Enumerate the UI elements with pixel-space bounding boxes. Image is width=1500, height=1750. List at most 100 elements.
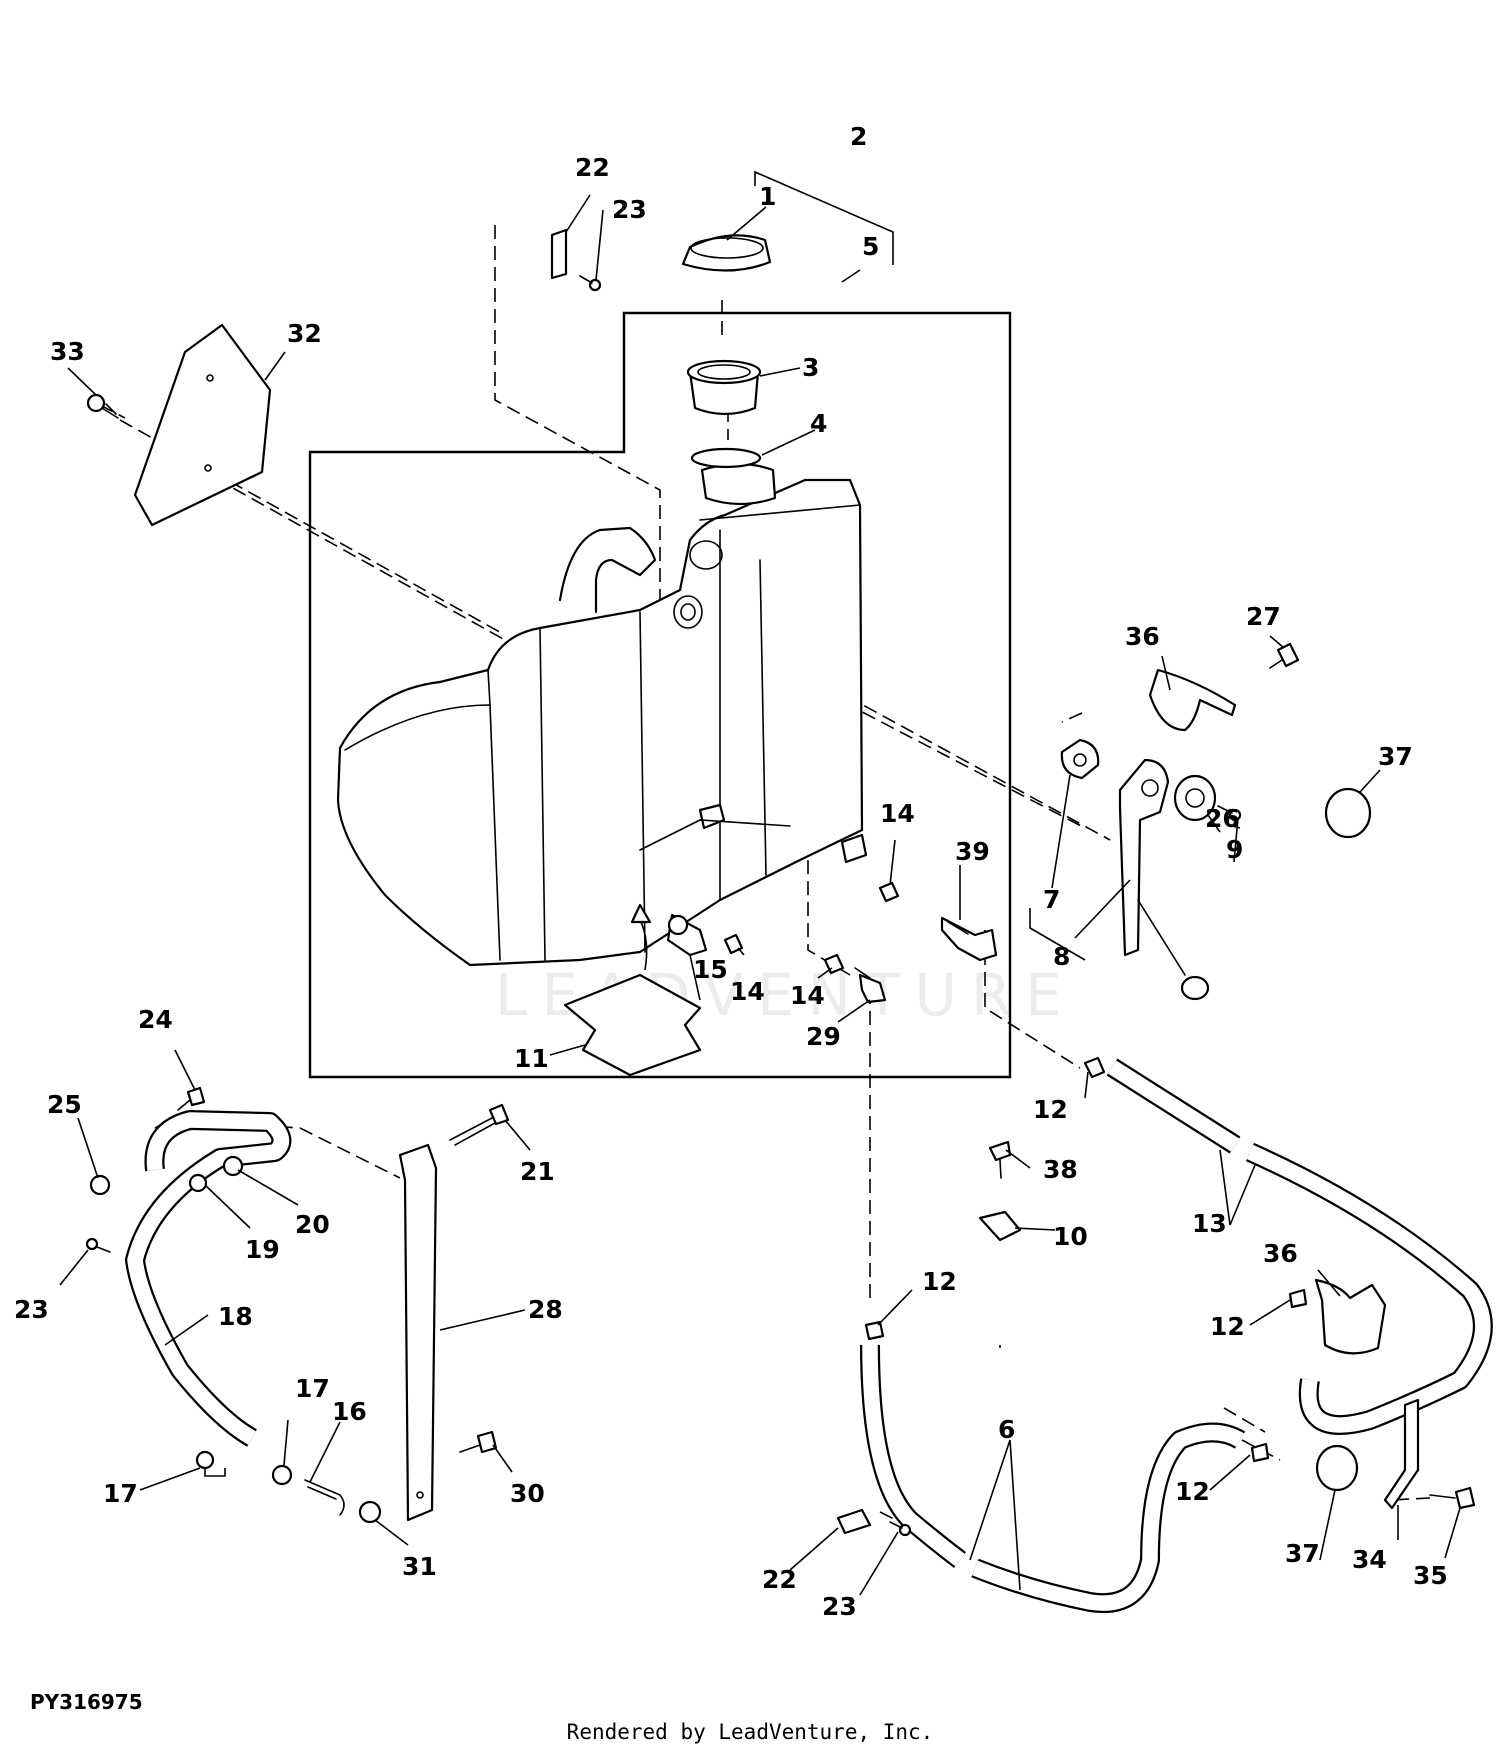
screw-23-left <box>85 1237 111 1253</box>
render-credit: Rendered by LeadVenture, Inc. <box>566 1720 934 1744</box>
support-bar-28 <box>398 1143 438 1522</box>
elbow-29 <box>854 967 887 1004</box>
screw-23-top <box>579 275 602 292</box>
callout-13: 13 <box>1192 1209 1227 1238</box>
clamp-14-c <box>823 953 845 975</box>
callout-11: 11 <box>514 1044 549 1073</box>
tank-assembly-box <box>308 311 1012 1079</box>
nut-17-b <box>195 1450 215 1470</box>
callout-29: 29 <box>806 1022 841 1051</box>
callout-2: 2 <box>850 122 867 151</box>
callout-6: 6 <box>998 1415 1015 1444</box>
callout-22a: 22 <box>575 153 610 182</box>
callout-18: 18 <box>218 1302 253 1331</box>
callout-1: 1 <box>759 182 776 211</box>
callout-4: 4 <box>810 409 827 438</box>
support-tube-18 <box>125 1110 292 1447</box>
gasket-7-hole <box>1073 753 1087 767</box>
leader-lines <box>59 194 1461 1596</box>
callout-10: 10 <box>1053 1222 1088 1251</box>
callout-8: 8 <box>1053 942 1070 971</box>
callout-3: 3 <box>802 353 819 382</box>
callout-37a: 37 <box>1378 742 1413 771</box>
callout-23a: 23 <box>612 195 647 224</box>
callout-17a: 17 <box>295 1374 330 1403</box>
screw-33 <box>86 393 119 419</box>
callout-24: 24 <box>138 1005 173 1034</box>
bracket-34 <box>1383 1398 1420 1510</box>
callout-5: 5 <box>862 232 879 261</box>
callout-labels: 1 2 3 4 5 6 7 8 9 10 11 12 12 12 12 13 1… <box>14 122 1448 1621</box>
callout-38: 38 <box>1043 1155 1078 1184</box>
bracket-17 <box>204 1468 226 1477</box>
callout-32: 32 <box>287 319 322 348</box>
callout-16: 16 <box>332 1397 367 1426</box>
callout-34: 34 <box>1352 1545 1387 1574</box>
nut-31 <box>358 1500 382 1524</box>
callout-17b: 17 <box>103 1479 138 1508</box>
sender-bracket <box>1029 908 1086 961</box>
u-bolt-16 <box>304 1479 345 1516</box>
callout-22b: 22 <box>762 1565 797 1594</box>
pad-11 <box>563 973 702 1077</box>
clamp-36-lower <box>1314 1278 1387 1355</box>
hose-6 <box>860 1344 1246 1614</box>
bar-hole <box>416 1491 424 1499</box>
fuel-tank <box>336 462 868 967</box>
callout-25: 25 <box>47 1090 82 1119</box>
screw-38 <box>988 1140 1012 1179</box>
arrow-11 <box>639 919 648 971</box>
callout-27: 27 <box>1246 602 1281 631</box>
fitting-15 <box>666 913 708 957</box>
fitting-39 <box>940 916 998 962</box>
callout-14a: 14 <box>880 799 915 828</box>
fuel-cap <box>681 234 772 272</box>
callout-19: 19 <box>245 1235 280 1264</box>
plate-hole <box>204 464 212 472</box>
bolt-24 <box>177 1086 206 1111</box>
callout-12b: 12 <box>922 1267 957 1296</box>
callout-39: 39 <box>955 837 990 866</box>
tab-22-top <box>550 228 568 280</box>
nut-25 <box>89 1174 111 1196</box>
screw-23-lower <box>889 1521 912 1537</box>
callout-12d: 12 <box>1175 1477 1210 1506</box>
plate-hole <box>206 374 214 382</box>
screw-9 <box>1217 805 1242 822</box>
callout-12a: 12 <box>1033 1095 1068 1124</box>
callout-14c: 14 <box>790 981 825 1010</box>
callout-14b: 14 <box>730 977 765 1006</box>
callout-9: 9 <box>1226 835 1243 864</box>
clip-10 <box>978 1210 1022 1242</box>
callout-15: 15 <box>693 955 728 984</box>
callout-21: 21 <box>520 1157 555 1186</box>
callout-35: 35 <box>1413 1561 1448 1590</box>
clamp-12-a <box>1083 1056 1106 1079</box>
callout-36b: 36 <box>1263 1239 1298 1268</box>
callout-30: 30 <box>510 1479 545 1508</box>
callout-31: 31 <box>402 1552 437 1581</box>
filler-neck <box>686 359 762 416</box>
gasket-ring <box>690 447 762 469</box>
washer-20 <box>222 1155 244 1177</box>
gasket-7 <box>1060 738 1100 780</box>
kit-bracket <box>754 170 894 265</box>
nut-19 <box>188 1173 208 1193</box>
hose-13 <box>1106 1058 1493 1435</box>
hose-clamp-37-top <box>1324 787 1372 839</box>
lock-ring-26 <box>1173 774 1217 822</box>
clamp-12-b <box>864 1320 885 1341</box>
bolt-21 <box>449 1103 510 1146</box>
arrow-11-head <box>630 903 652 924</box>
fuel-sender-8 <box>1118 758 1210 1001</box>
clamp-12-d <box>1250 1442 1270 1463</box>
callout-37b: 37 <box>1285 1539 1320 1568</box>
callout-36a: 36 <box>1125 622 1160 651</box>
bolt-30 <box>459 1430 498 1454</box>
mounting-plate <box>133 323 272 527</box>
bolt-27 <box>1269 642 1300 669</box>
clamp-12-c <box>1288 1288 1308 1309</box>
callout-26: 26 <box>1205 804 1240 833</box>
callout-33: 33 <box>50 337 85 366</box>
